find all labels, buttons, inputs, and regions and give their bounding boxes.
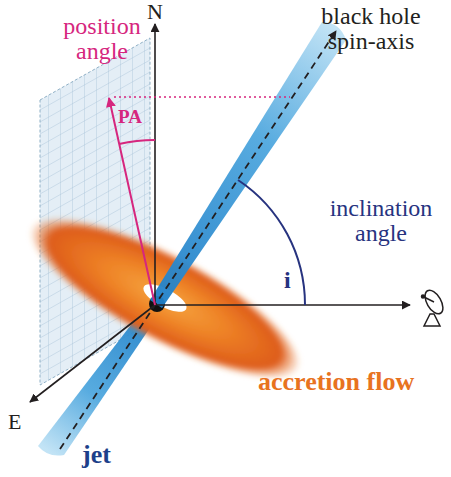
pa-arc bbox=[119, 140, 155, 144]
line-of-sight bbox=[155, 304, 410, 306]
annotation-label: position angle bbox=[50, 14, 154, 64]
axis-label: N bbox=[147, 0, 163, 23]
component-label: accretion flow bbox=[258, 368, 414, 395]
angle-symbol: i bbox=[284, 268, 291, 293]
angle-symbol: PA bbox=[118, 107, 142, 127]
annotation-label: inclination angle bbox=[318, 196, 444, 246]
component-label: jet bbox=[82, 441, 111, 468]
east-axis bbox=[30, 305, 155, 402]
annotation-label: black hole spin-axis bbox=[300, 4, 442, 54]
pa-arrow bbox=[109, 98, 155, 305]
north-axis bbox=[154, 24, 156, 305]
axis-label: E bbox=[8, 410, 21, 433]
antenna-icon bbox=[421, 287, 446, 326]
inclination-arc bbox=[238, 180, 305, 305]
projection-line bbox=[114, 96, 290, 98]
